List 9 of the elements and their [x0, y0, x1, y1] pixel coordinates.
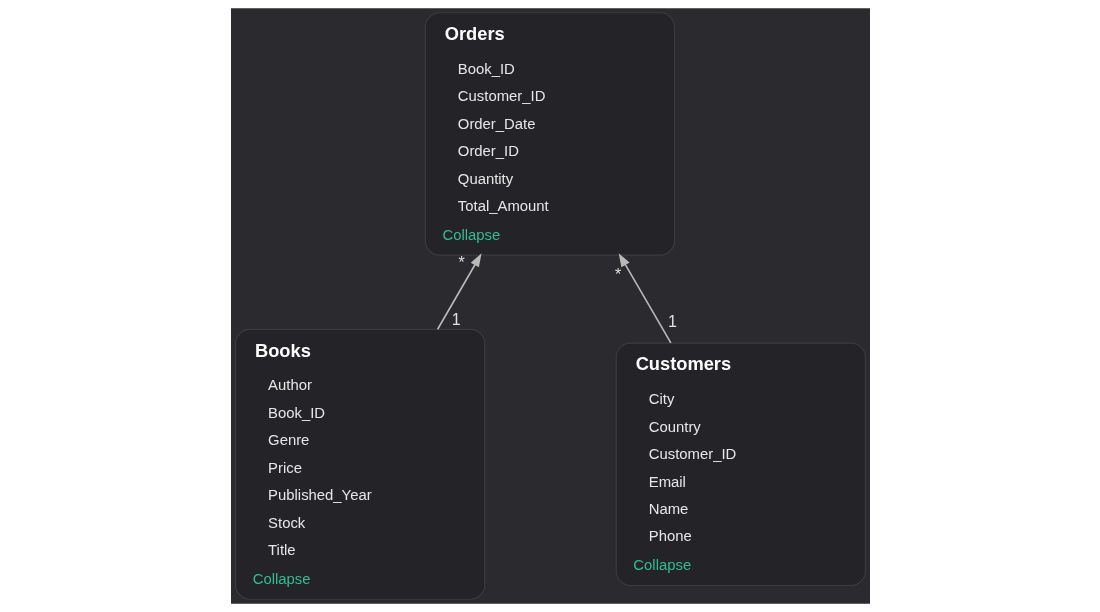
arrow [618, 253, 672, 344]
node-box: Customers City Country Customer_ID Email Name Phone Collapse [615, 342, 866, 587]
node-label: * [614, 266, 621, 284]
node-label: 1 [451, 310, 461, 328]
node-box: Books Author Book_ID Genre Price Published_Year Stock Title Collapse [234, 328, 485, 600]
node-label: * [458, 254, 465, 272]
node-box: Orders Book_ID Customer_ID Order_Date Order_ID Quantity Total_Amount Collapse [424, 12, 675, 256]
node-label: 1 [667, 312, 677, 330]
arrow [436, 253, 482, 331]
